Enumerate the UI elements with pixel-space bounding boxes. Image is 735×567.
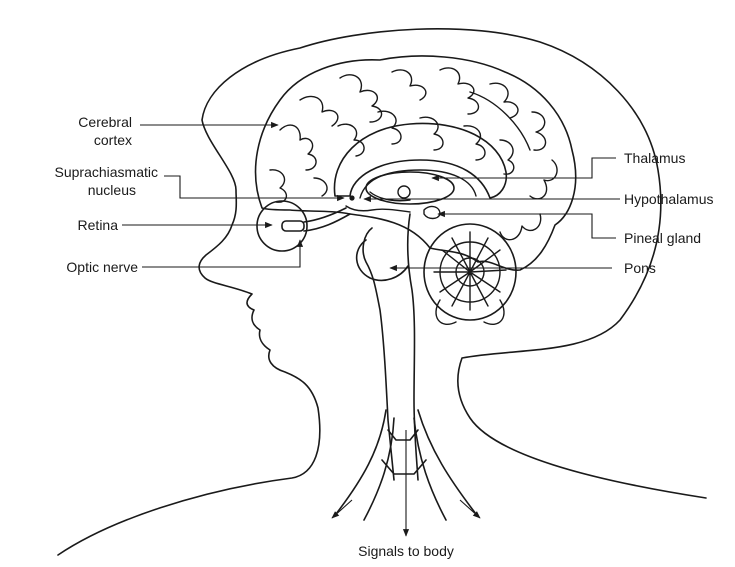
thalamus-nucleus <box>398 186 410 198</box>
scn-dot <box>349 195 354 200</box>
label-signals-to-body: Signals to body <box>358 543 454 559</box>
retina-shape <box>282 221 304 231</box>
pineal-gland-leader <box>438 214 616 238</box>
signals-arrow-left <box>332 500 352 518</box>
label-retina: Retina <box>78 217 119 233</box>
fornix-arc <box>360 170 476 198</box>
label-cerebral-cortex-1: Cerebral <box>78 114 132 130</box>
optic-nerve-leader <box>142 240 300 267</box>
label-hypothalamus: Hypothalamus <box>624 191 714 207</box>
signals-arrow-right <box>460 500 480 518</box>
hypothalamus-shape <box>346 206 410 212</box>
pineal-gland-shape <box>424 207 440 219</box>
scn-leader <box>164 176 344 198</box>
leader-lines <box>122 125 620 536</box>
head-silhouette <box>58 29 706 555</box>
label-pons: Pons <box>624 260 656 276</box>
label-pineal-gland: Pineal gland <box>624 230 701 246</box>
label-scn-2: nucleus <box>88 182 136 198</box>
label-scn-1: Suprachiasmatic <box>55 164 159 180</box>
label-optic-nerve: Optic nerve <box>66 259 138 275</box>
label-thalamus: Thalamus <box>624 150 685 166</box>
thalamus-leader <box>432 158 616 178</box>
label-cerebral-cortex-2: cortex <box>94 132 132 148</box>
cerebellum-folds <box>434 232 506 324</box>
